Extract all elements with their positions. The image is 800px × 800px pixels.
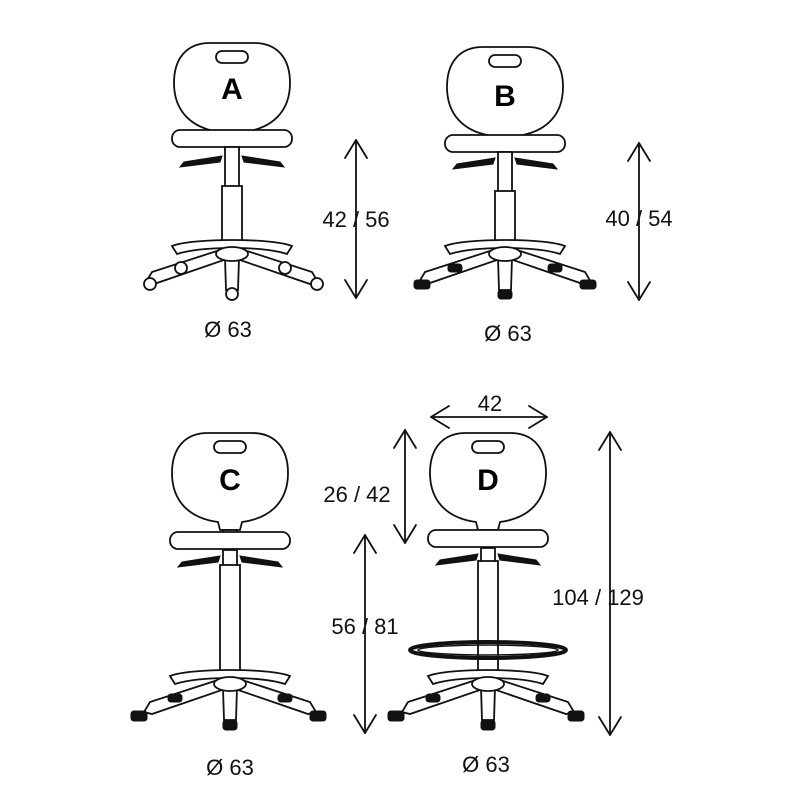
chair-d-width-arrow — [430, 405, 548, 429]
chair-d-glides — [387, 693, 585, 731]
chair-c-base-diameter: Ø 63 — [206, 755, 254, 780]
chair-c-column-lower — [219, 564, 241, 678]
chair-c: C Ø 63 — [130, 432, 327, 780]
chair-a-height-label: 42 / 56 — [322, 207, 389, 232]
chair-b-height-label: 40 / 54 — [605, 206, 672, 231]
chair-a-base-diameter: Ø 63 — [204, 317, 252, 342]
chair-d-width-label: 42 — [478, 391, 502, 416]
chair-b-base-diameter: Ø 63 — [484, 321, 532, 346]
chair-b-column-upper — [497, 151, 513, 193]
chair-a: A Ø 63 42 / 56 — [143, 42, 390, 342]
chair-d-seat-height-arrow — [353, 534, 377, 734]
chair-a-base — [145, 239, 319, 291]
chair-d-backrest-arrow — [393, 429, 417, 544]
chair-b-base — [418, 239, 592, 291]
chair-a-height-arrow — [344, 139, 368, 299]
chair-b-seat — [444, 134, 566, 153]
chair-d-column-upper — [480, 547, 496, 563]
chair-b: B Ø 63 40 / 54 — [413, 46, 673, 346]
chair-d-height-label: 104 / 129 — [552, 585, 644, 610]
chair-a-column-lower — [221, 185, 243, 249]
chair-d: D Ø 63 42 26 / 42 — [323, 391, 644, 777]
chair-c-height-label: 56 / 81 — [331, 614, 398, 639]
chair-b-height-arrow — [627, 142, 651, 301]
chair-d-total-height-arrow — [598, 431, 622, 736]
chair-b-letter: B — [494, 80, 516, 113]
chair-d-seat — [427, 529, 549, 548]
chair-b-glides — [413, 263, 597, 300]
chair-a-castors — [143, 261, 324, 301]
chair-d-backrest-label: 26 / 42 — [323, 482, 390, 507]
chair-d-foot-ring — [408, 640, 568, 660]
chair-a-seat — [171, 129, 293, 148]
chair-c-glides — [130, 693, 327, 731]
chair-a-letter: A — [221, 73, 243, 106]
chair-a-column-upper — [224, 146, 240, 188]
chair-c-seat — [169, 531, 291, 550]
chair-c-letter: C — [219, 464, 241, 497]
chair-c-column-upper — [222, 549, 238, 567]
chair-d-base-diameter: Ø 63 — [462, 752, 510, 777]
chair-d-letter: D — [477, 464, 499, 497]
